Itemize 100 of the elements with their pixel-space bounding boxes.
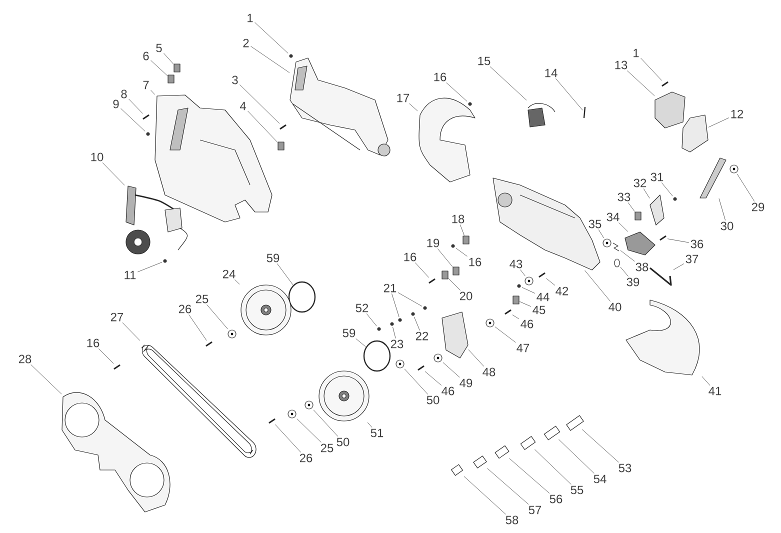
spring-drawing [612,242,620,252]
washer-drawing [434,354,442,362]
callout-number: 43 [510,260,522,268]
washer-drawing [486,318,494,328]
leader-line [618,222,628,232]
leader-line [150,90,156,95]
leader-line [558,439,594,474]
pin-drawing [423,306,427,310]
pin-drawing [583,106,586,118]
callout-number: 56 [550,494,562,504]
gear-housing-drawing [492,178,600,270]
washer-drawing [396,360,404,368]
callout-number: 26 [178,304,192,314]
callout-number: 57 [528,506,542,514]
callout-number: 19 [427,238,440,248]
leader-line [494,326,516,343]
callout-number: 27 [110,312,124,322]
callout-number: 20 [460,292,472,300]
callout-number: 7 [143,80,149,90]
pin-drawing [289,54,293,58]
label-drawing [566,415,584,431]
label-drawing [494,445,510,459]
callout-number: 35 [588,220,602,228]
callout-number: 32 [634,178,646,188]
leader-line [437,248,453,267]
callout-number: 41 [708,386,722,396]
callout-number: 17 [397,94,410,102]
leader-line [366,313,377,326]
leader-line [487,468,529,505]
leader-line [248,110,278,143]
leader-line [296,418,322,443]
leader-line [620,250,635,262]
hex-key-drawing [650,267,672,286]
callout-number: 2 [243,38,249,48]
callout-number: 24 [222,270,236,278]
battery-cover-drawing [654,92,686,128]
callout-number: 11 [124,270,136,280]
leader-line [414,316,420,331]
callout-number: 54 [594,474,606,484]
o-ring-drawing [614,258,620,268]
leader-line [137,262,162,272]
leader-line [598,229,604,238]
screw-drawing [660,235,666,241]
callout-number: 37 [686,254,698,264]
leader-line [150,60,168,76]
washer-drawing [730,164,738,174]
callout-number: 16 [404,252,416,262]
callout-number: 1 [634,48,639,58]
callout-number: 26 [300,454,312,462]
leader-line [254,22,288,54]
callout-number: 34 [606,212,620,222]
screw-drawing [662,81,668,87]
callout-number: 39 [626,278,640,286]
clip [168,74,174,84]
callout-number: 48 [482,368,496,376]
pin-drawing [468,102,472,106]
leader-line [460,224,464,236]
callout-number: 23 [390,340,404,348]
washer-drawing [524,276,534,286]
callout-number: 53 [618,464,632,472]
label-drawing [544,426,560,440]
leader-line [274,424,302,453]
screw-drawing [280,124,286,130]
leader-line [234,279,240,285]
saw-blade-drawing [141,344,256,458]
callout-number: 15 [478,56,490,66]
leader-line [404,368,428,395]
handle-drawing [154,94,272,222]
callout-number: 6 [143,52,149,60]
blade-guard-drawing [626,300,700,376]
pin-drawing [451,244,455,248]
callout-number: 46 [520,320,534,328]
wheel-drawing [240,284,292,336]
leader-line [250,46,290,73]
leader-line [520,269,526,276]
motor-drawing [126,186,188,254]
pin-drawing [377,327,381,331]
leader-line [392,293,400,318]
callout-number: 10 [91,152,104,162]
callout-number: 16 [434,72,446,82]
callout-number: 22 [416,332,428,340]
clip [278,142,284,150]
leader-line [512,314,520,320]
leader-line [643,188,650,199]
screw-drawing [114,364,120,370]
callout-number: 55 [570,486,584,494]
clip [462,236,470,244]
screw-drawing [538,272,546,278]
callout-number: 50 [426,396,440,404]
callout-number: 4 [240,102,246,110]
leader-line [206,304,228,330]
leader-line [98,348,114,364]
callout-number: 49 [460,378,472,388]
leader-line [240,84,280,124]
screw-drawing [428,278,436,284]
leader-line [367,422,372,428]
leader-line [468,349,484,367]
washer-drawing [288,410,296,418]
pin-drawing [163,259,167,263]
leader-line [661,182,673,196]
